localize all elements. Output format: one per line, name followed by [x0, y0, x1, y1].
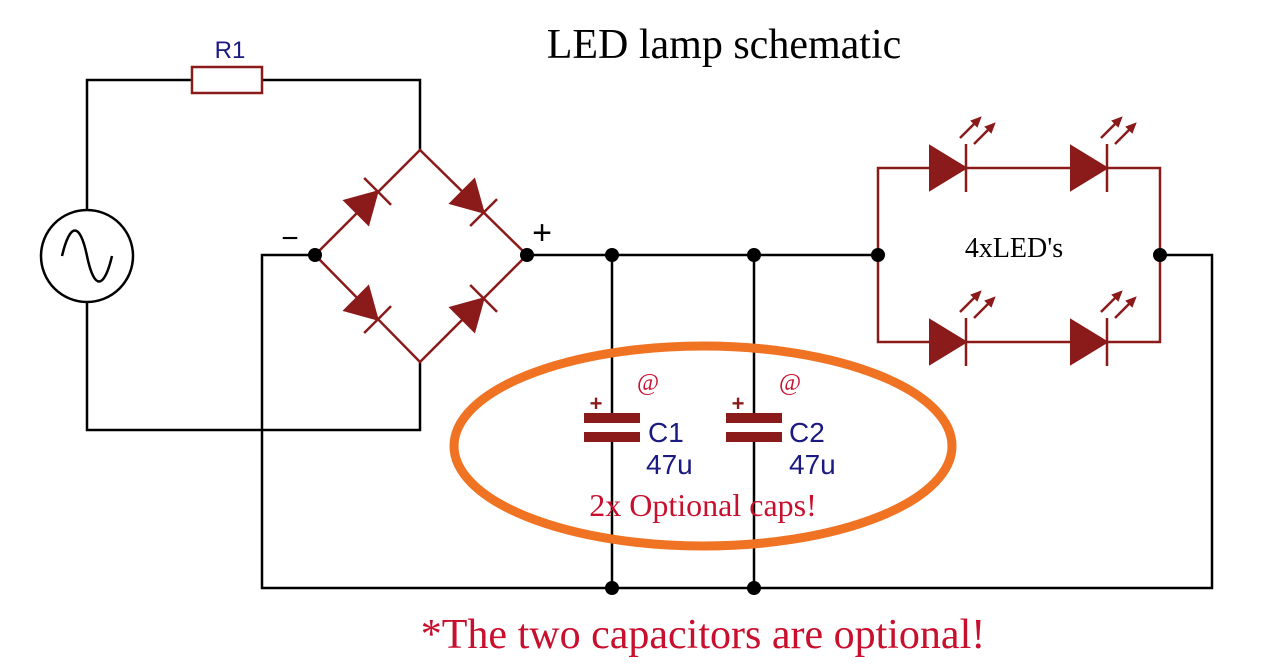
junction-nodes [308, 248, 1167, 595]
bridge-diode-3 [342, 284, 392, 334]
c2-polarity-label: + [732, 391, 745, 416]
capacitor-c2: + @ C2 47u [726, 370, 836, 480]
bridge-diode-1 [342, 177, 392, 227]
wire-resistor-bridge [262, 78, 422, 150]
c1-plate-negative [584, 432, 640, 442]
resistor-r1: R1 [190, 37, 264, 95]
led-top-branch [876, 166, 1162, 255]
node-bridge-plus [520, 248, 534, 262]
capacitor-c1: + @ C1 47u [584, 370, 693, 480]
bridge-diode-2 [448, 177, 498, 227]
optional-caps-label: 2x Optional caps! [589, 487, 817, 523]
bridge-outline [313, 148, 529, 364]
wire-source-top [85, 78, 192, 210]
c2-value-label: 47u [789, 449, 836, 480]
led-array: 4xLED's [876, 116, 1162, 366]
wires [85, 78, 1214, 590]
c1-ref-label: C1 [648, 417, 684, 448]
wire-negative-rail [260, 253, 1214, 590]
bridge-plus-label: + [532, 214, 552, 252]
c2-plate-positive [726, 413, 782, 423]
led-bottom-branch [876, 255, 1162, 344]
node-c2-bottom [747, 581, 761, 595]
optional-caps-highlight [449, 341, 957, 551]
bridge-diode-4 [448, 284, 498, 334]
ac-source [39, 208, 135, 304]
node-led-cathode [1153, 248, 1167, 262]
resistor-ref-label: R1 [215, 37, 246, 64]
c1-plate-positive [584, 413, 640, 423]
node-bridge-minus [308, 248, 322, 262]
c1-value-label: 47u [646, 449, 693, 480]
bridge-rectifier: − + [281, 148, 552, 364]
resistor-body [190, 65, 264, 95]
bridge-minus-label: − [281, 222, 299, 255]
led-2 [1070, 116, 1137, 192]
c2-ref-label: C2 [789, 417, 825, 448]
wire-source-bottom [85, 302, 422, 432]
node-c2-top [747, 248, 761, 262]
c2-plate-negative [726, 432, 782, 442]
footnote: *The two capacitors are optional! [421, 612, 985, 658]
led-array-label: 4xLED's [965, 233, 1063, 264]
node-c1-top [605, 248, 619, 262]
page-title: LED lamp schematic [547, 22, 902, 68]
c1-polarity-label: + [590, 391, 603, 416]
c1-attr-label: @ [637, 370, 659, 396]
sine-wave-icon [60, 229, 114, 283]
led-4 [1070, 290, 1137, 366]
led-3 [929, 290, 996, 366]
node-led-anode [871, 248, 885, 262]
led-1 [929, 116, 996, 192]
c2-attr-label: @ [779, 370, 801, 396]
node-c1-bottom [605, 581, 619, 595]
